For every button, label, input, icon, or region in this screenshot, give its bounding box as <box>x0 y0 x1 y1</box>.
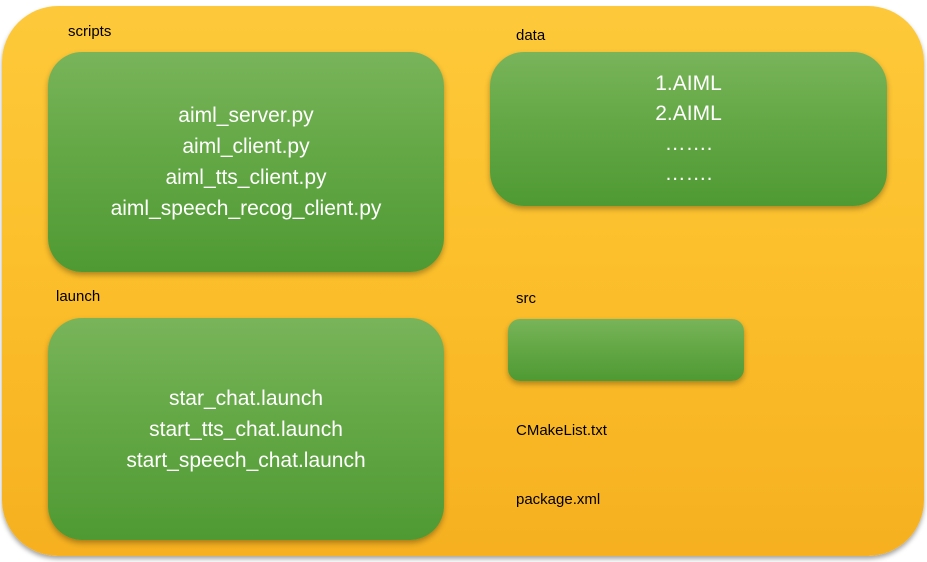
launch-file: star_chat.launch <box>168 386 324 410</box>
scripts-file: aiml_client.py <box>182 135 310 158</box>
data-file: 2.AIML <box>655 102 722 125</box>
scripts-file: aiml_speech_recog_client.py <box>110 197 382 220</box>
src-folder-box <box>508 319 744 381</box>
package-xml-file-label: package.xml <box>516 491 601 508</box>
src-folder-label: src <box>516 290 536 307</box>
data-file: ……. <box>664 162 713 185</box>
data-file: 1.AIML <box>655 72 722 95</box>
scripts-file: aiml_tts_client.py <box>165 166 327 189</box>
launch-file: start_tts_chat.launch <box>149 417 343 441</box>
launch-folder-label: launch <box>56 288 101 305</box>
data-folder-box: 1.AIML 2.AIML ……. ……. <box>490 52 887 206</box>
launch-file: start_speech_chat.launch <box>126 448 366 472</box>
scripts-folder-box: aiml_server.py aiml_client.py aiml_tts_c… <box>48 52 444 272</box>
scripts-folder-label: scripts <box>68 23 112 40</box>
scripts-file: aiml_server.py <box>178 104 314 127</box>
cmakelist-file-label: CMakeList.txt <box>516 422 607 439</box>
data-folder-label: data <box>516 27 546 44</box>
data-file: ……. <box>664 132 713 155</box>
launch-folder-box: star_chat.launch start_tts_chat.launch s… <box>48 318 444 540</box>
